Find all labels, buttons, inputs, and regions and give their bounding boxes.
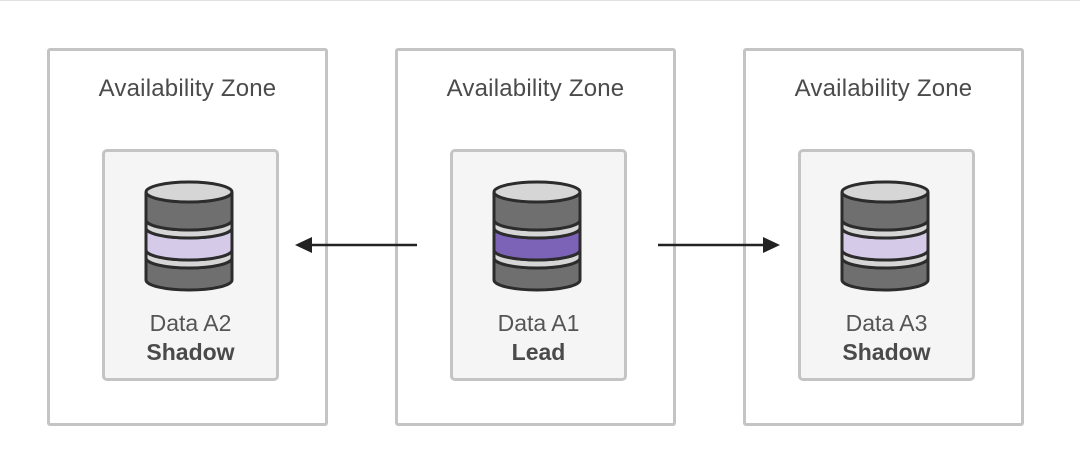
- database-card-a2[interactable]: Data A2 Shadow: [102, 149, 279, 381]
- database-name: Data A1: [497, 310, 580, 336]
- database-icon: [840, 180, 930, 292]
- availability-zone-a3: Availability Zone Data A3 Shadow: [743, 48, 1024, 426]
- arrow-right-icon: [658, 237, 780, 253]
- database-icon: [492, 180, 582, 292]
- database-name: Data A3: [845, 310, 928, 336]
- availability-zone-a2: Availability Zone Data A2 Shadow: [47, 48, 328, 426]
- database-card-a3[interactable]: Data A3 Shadow: [798, 149, 975, 381]
- database-role: Shadow: [146, 339, 235, 365]
- database-card-a1[interactable]: Data A1 Lead: [450, 149, 627, 381]
- database-name: Data A2: [149, 310, 232, 336]
- top-divider: [0, 0, 1080, 1]
- database-icon: [144, 180, 234, 292]
- database-role: Shadow: [842, 339, 931, 365]
- zone-title: Availability Zone: [98, 75, 277, 102]
- arrow-left-icon: [295, 237, 417, 253]
- zone-title: Availability Zone: [446, 75, 625, 102]
- availability-zone-a1: Availability Zone Data A1 Lead: [395, 48, 676, 426]
- database-role: Lead: [511, 339, 566, 365]
- zone-title: Availability Zone: [794, 75, 973, 102]
